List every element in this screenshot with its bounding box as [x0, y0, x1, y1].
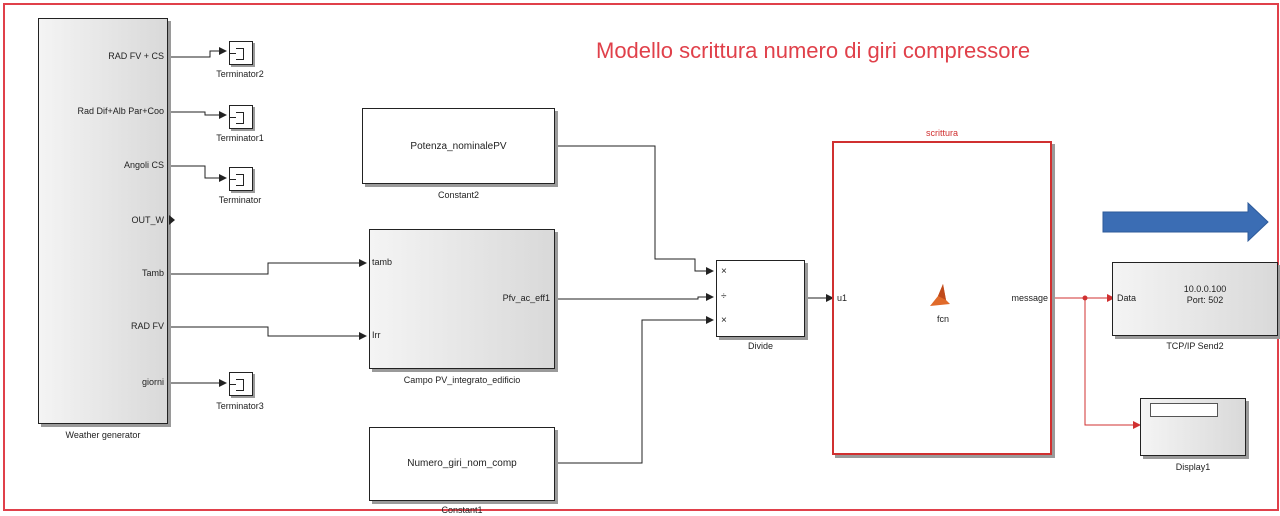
- display-caption: Display1: [1175, 462, 1211, 472]
- diagram-title: Modello scrittura numero di giri compres…: [596, 38, 1031, 63]
- terminator1-block[interactable]: [229, 105, 253, 129]
- blue-arrow: [1102, 201, 1269, 243]
- divide-in1: ×: [721, 266, 727, 277]
- port-angoli: Angoli CS: [123, 160, 164, 170]
- constant1-block[interactable]: [369, 427, 555, 501]
- constant2-value: Potenza_nominalePV: [410, 141, 507, 152]
- port-rad-dif: Rad Dif+Alb Par+Coo: [77, 106, 164, 116]
- port-tamb: Tamb: [141, 268, 164, 278]
- line-rad-fv-cs: [168, 47, 227, 58]
- constant2-block[interactable]: [362, 108, 555, 184]
- divide-in3: ×: [721, 315, 727, 326]
- line-tamb: [168, 259, 367, 275]
- display-readout: [1150, 403, 1218, 417]
- divide-block[interactable]: [716, 260, 805, 337]
- tcpip-address: 10.0.0.100: [1183, 284, 1227, 294]
- weather-generator-caption: Weather generator: [65, 430, 141, 440]
- line-rad-fv: [168, 326, 367, 340]
- tcpip-in-data: Data: [1117, 293, 1137, 303]
- line-constant2: [555, 145, 714, 275]
- pv-in-tamb: tamb: [372, 257, 393, 267]
- scrittura-out: message: [1011, 293, 1048, 303]
- divide-caption: Divide: [747, 341, 773, 351]
- tcpip-send-caption: TCP/IP Send2: [1166, 341, 1224, 351]
- port-out-w: OUT_W: [131, 215, 165, 225]
- diagram-frame: [3, 3, 1279, 511]
- line-constant1: [555, 316, 714, 464]
- tcpip-port: Port: 502: [1186, 295, 1224, 305]
- constant1-caption: Constant1: [441, 505, 483, 515]
- terminator-caption: Terminator: [218, 195, 262, 205]
- line-angoli: [168, 165, 227, 182]
- divide-in2: ÷: [721, 291, 727, 302]
- terminator2-block[interactable]: [229, 41, 253, 65]
- line-message-display: [1084, 298, 1141, 429]
- weather-generator-block[interactable]: [38, 18, 168, 424]
- pv-out: Pfv_ac_eff1: [502, 293, 550, 303]
- constant2-caption: Constant2: [437, 190, 480, 200]
- terminator-block[interactable]: [229, 167, 253, 191]
- terminator1-caption: Terminator1: [216, 133, 264, 143]
- terminator2-caption: Terminator2: [216, 69, 264, 79]
- pv-in-irr: Irr: [372, 330, 381, 340]
- line-pv-out: [555, 293, 714, 301]
- port-giorni: giorni: [141, 377, 164, 387]
- out-w-port-arrow: [169, 215, 175, 225]
- pv-field-block[interactable]: [369, 229, 555, 369]
- tcpip-send-block[interactable]: [1112, 262, 1278, 336]
- scrittura-fcn: fcn: [936, 314, 949, 324]
- pv-field-caption: Campo PV_integrato_edificio: [403, 375, 521, 385]
- terminator3-caption: Terminator3: [216, 401, 264, 411]
- scrittura-in: u1: [837, 293, 848, 303]
- port-rad-fv: RAD FV: [130, 321, 164, 331]
- constant1-value: Numero_giri_nom_comp: [407, 458, 517, 469]
- line-rad-dif: [168, 111, 227, 119]
- port-rad-fv-cs: RAD FV + CS: [108, 51, 164, 61]
- terminator3-block[interactable]: [229, 372, 253, 396]
- scrittura-title: scrittura: [925, 128, 958, 138]
